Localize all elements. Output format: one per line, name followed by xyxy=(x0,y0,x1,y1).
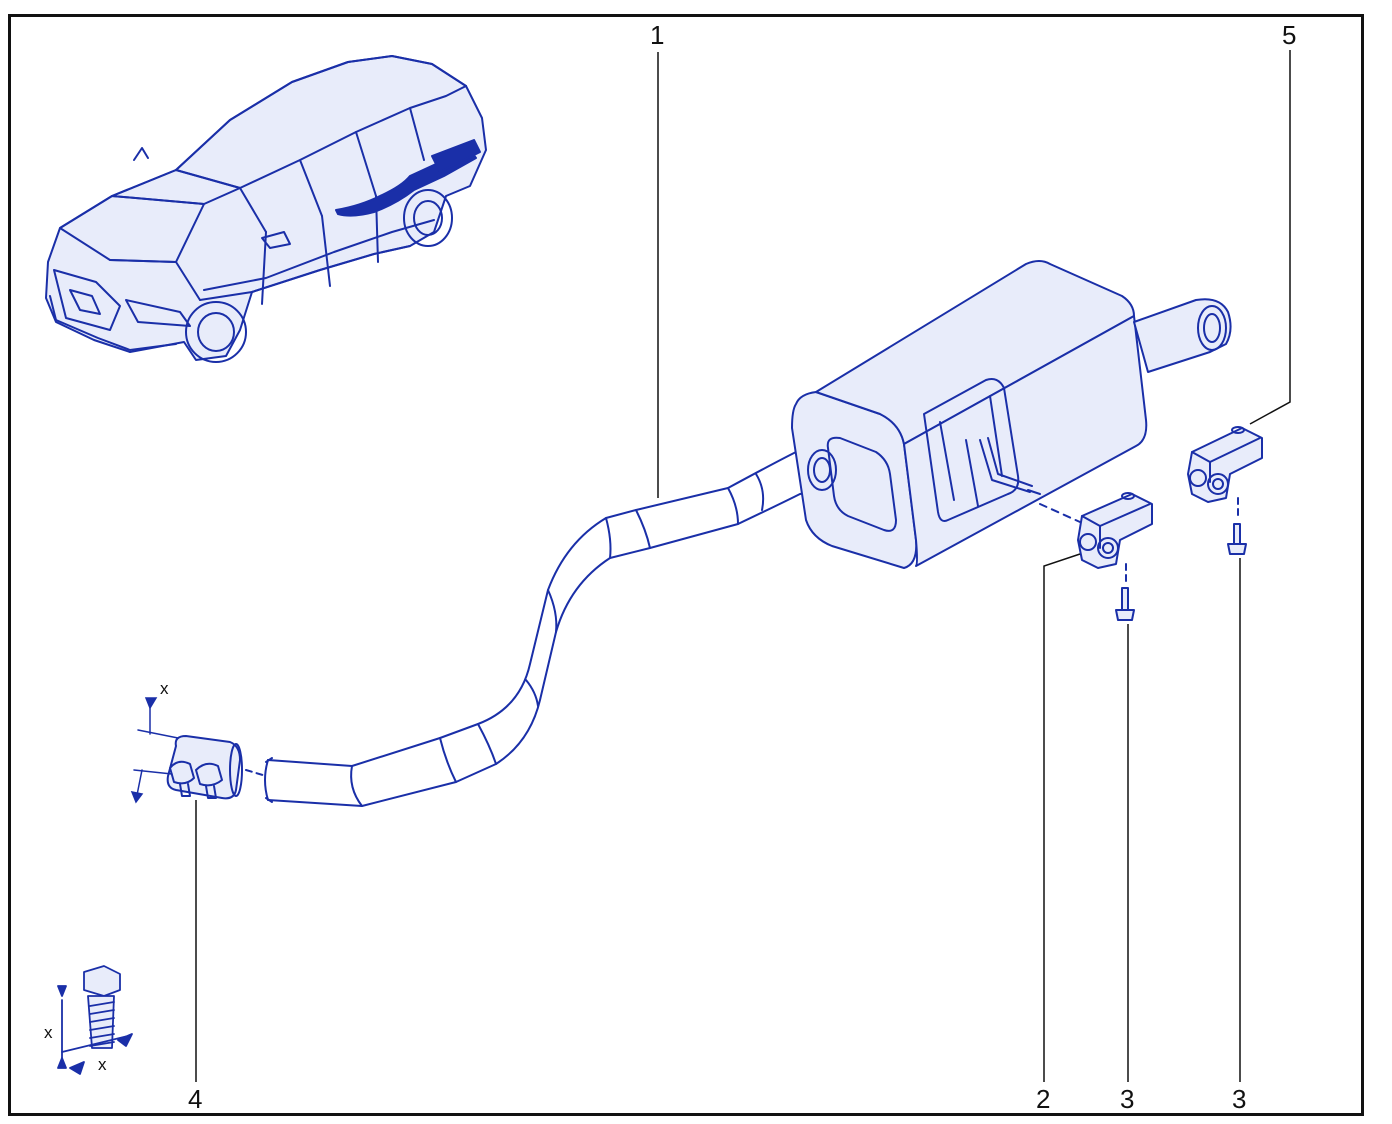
callout-leaders xyxy=(195,50,1291,1082)
car-illustration xyxy=(45,55,487,363)
clamp-dimension-label: x xyxy=(160,679,169,698)
callout-rear-mount: 5 xyxy=(1282,20,1296,50)
front-mount-bracket xyxy=(1039,492,1153,621)
callout-exhaust-pipe: 1 xyxy=(650,20,664,50)
callout-bolt-front: 3 xyxy=(1120,1084,1134,1114)
clamp-dimension-marker xyxy=(130,697,179,804)
bolt-length-label: x xyxy=(44,1023,53,1042)
callout-front-mount: 2 xyxy=(1036,1084,1050,1114)
leader-5 xyxy=(1249,50,1291,425)
muffler xyxy=(791,260,1232,569)
exhaust-pipe xyxy=(264,445,825,807)
callout-clamp: 4 xyxy=(188,1084,202,1114)
bolt-torque-icon xyxy=(57,965,133,1075)
pipe-clamp xyxy=(166,735,267,800)
leader-2 xyxy=(1043,553,1081,1082)
callout-bolt-rear: 3 xyxy=(1232,1084,1246,1114)
bolt-width-label: x xyxy=(98,1055,107,1074)
rear-mount-bracket xyxy=(1187,426,1263,555)
